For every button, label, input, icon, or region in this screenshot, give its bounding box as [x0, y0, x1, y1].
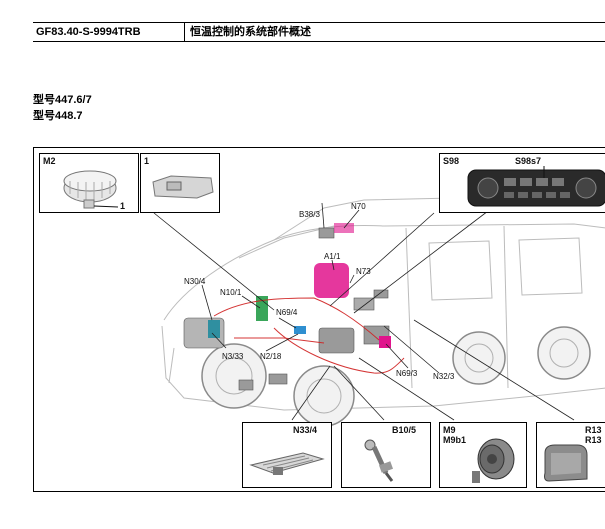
- part-1-image: [152, 175, 214, 199]
- system-component-figure: M2 1 1 S98 S98s7 B38/3 N70 A1/1: [33, 147, 605, 492]
- callout-n69-4: N69/4: [276, 308, 298, 317]
- callout-n32-3: N32/3: [433, 372, 455, 381]
- inset-n33-4-label: N33/4: [293, 425, 318, 435]
- callout-n69-3: N69/3: [396, 369, 418, 378]
- callout-n3-33: N3/33: [222, 352, 244, 361]
- inset-b10-5: B10/5: [341, 422, 431, 488]
- inset-m2-blower-motor: M2 1: [39, 153, 139, 213]
- inset-r13-sub-label: R13: [585, 435, 602, 445]
- inset-part-1-label: 1: [144, 156, 150, 166]
- m9-compressor-image: [472, 438, 515, 483]
- callout-n10-1: N10/1: [220, 288, 242, 297]
- inset-b10-5-label: B10/5: [392, 425, 417, 435]
- control-panel-image: [467, 166, 605, 207]
- document-title: 恒温控制的系统部件概述: [190, 26, 311, 38]
- b10-5-sensor-image: [364, 439, 394, 482]
- inset-m2-label: M2: [43, 156, 56, 166]
- inset-s98-control-panel: S98 S98s7: [439, 153, 605, 213]
- inset-r13-label: R13: [585, 425, 602, 435]
- vehicle-illustration: [153, 197, 605, 427]
- inset-part-1: 1: [140, 153, 220, 213]
- r13-heater-mat-image: [544, 444, 588, 482]
- document-header: GF83.40-S-9994TRB 恒温控制的系统部件概述: [33, 22, 605, 42]
- inset-s98-label: S98: [443, 156, 460, 166]
- callout-n73: N73: [356, 267, 371, 276]
- callout-a1-1: A1/1: [324, 252, 341, 261]
- callout-n2-18: N2/18: [260, 352, 282, 361]
- inset-m9: M9 M9b1: [439, 422, 527, 488]
- inset-n33-4: N33/4: [242, 422, 332, 488]
- inset-r13: R13 R13: [536, 422, 605, 488]
- document-code: GF83.40-S-9994TRB: [33, 23, 185, 41]
- inset-m9b1-label: M9b1: [443, 435, 467, 445]
- inset-m2-part-number: 1: [120, 201, 126, 211]
- callout-n70: N70: [351, 202, 366, 211]
- callout-b38-3: B38/3: [299, 210, 320, 219]
- inset-m9-label: M9: [443, 425, 456, 435]
- inset-s98s7-label: S98s7: [515, 156, 542, 166]
- model-line-1: 型号447.6/7: [33, 94, 92, 106]
- blower-motor-image: [63, 170, 119, 209]
- model-line-2: 型号448.7: [33, 110, 83, 122]
- callout-n30-4: N30/4: [184, 277, 206, 286]
- n33-4-heater-image: [249, 452, 325, 475]
